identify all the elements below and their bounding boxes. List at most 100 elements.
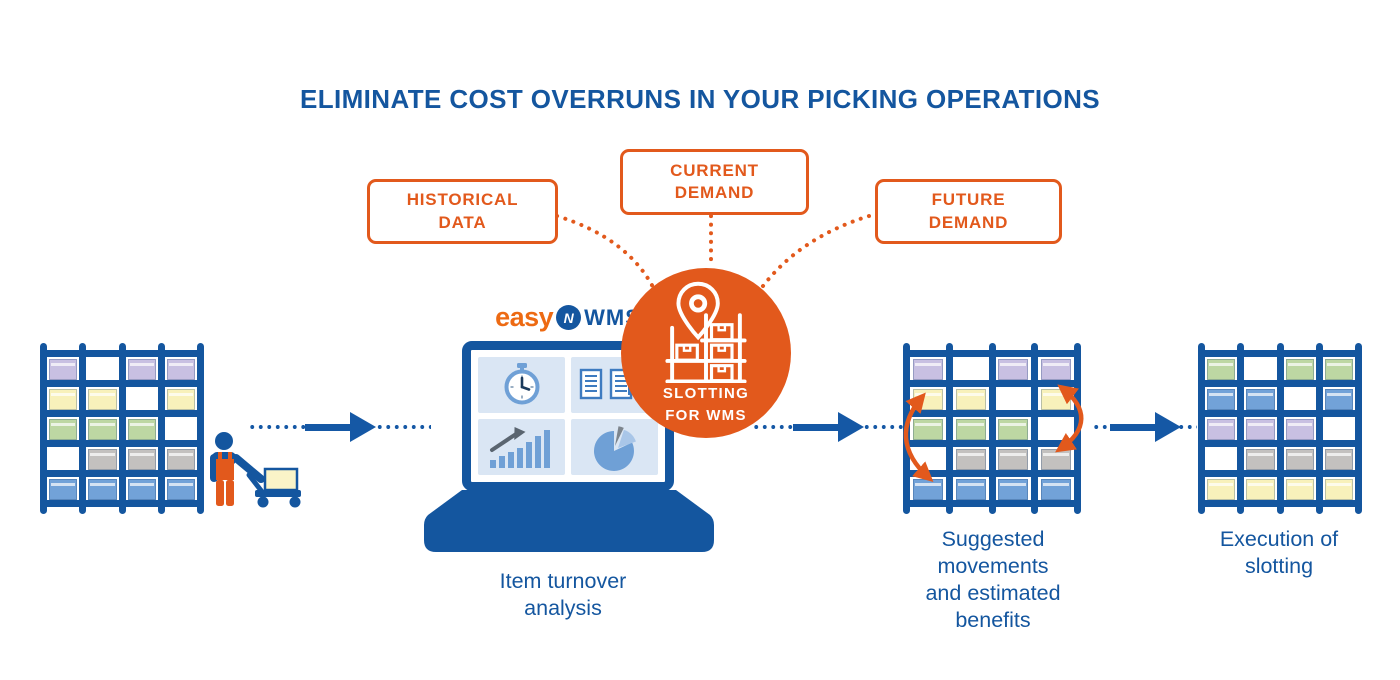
storage-box-blue (1324, 389, 1353, 410)
storage-box-green (1324, 359, 1353, 380)
arrow-head (349, 412, 376, 442)
laptop-base (424, 490, 714, 552)
mecalux-n-icon: N (556, 305, 582, 330)
storage-box-yellow (49, 389, 78, 410)
rack-post (1276, 343, 1284, 514)
storage-rack-before (40, 343, 204, 514)
storage-box-gray (1324, 449, 1353, 470)
flow-arrow-2 (752, 412, 903, 442)
storage-box-blue (1041, 479, 1072, 500)
growth-bar-chart-icon (478, 419, 565, 475)
pie-chart-icon (571, 419, 658, 475)
storage-box-blue (1246, 389, 1275, 410)
cart-box (263, 467, 299, 492)
storage-box-green (88, 419, 117, 440)
storage-box-green (1285, 359, 1314, 380)
dotted-connector-historical (555, 214, 656, 291)
arrow-shaft (1109, 423, 1156, 431)
storage-box-purple (166, 359, 195, 380)
storage-box-yellow (1246, 479, 1275, 500)
rack-post (903, 343, 910, 514)
storage-box-green (912, 419, 943, 440)
storage-box-blue (88, 479, 117, 500)
storage-box-gray (1246, 449, 1275, 470)
input-box-label: HISTORICAL DATA (406, 190, 519, 232)
storage-box-purple (127, 359, 156, 380)
storage-box-green (127, 419, 156, 440)
rack-post (1237, 343, 1245, 514)
storage-box-green (998, 419, 1029, 440)
storage-box-yellow (88, 389, 117, 410)
rack-post (945, 343, 953, 514)
worker-head (215, 432, 233, 450)
page-title: ELIMINATE COST OVERRUNS IN YOUR PICKING … (299, 84, 1101, 114)
storage-box-yellow (1207, 479, 1236, 500)
storage-box-purple (1207, 419, 1236, 440)
storage-box-yellow (955, 389, 986, 410)
warehouse-worker-with-hand-truck (210, 432, 301, 508)
storage-box-blue (955, 479, 986, 500)
arrow-head (1154, 412, 1181, 442)
storage-box-yellow (1285, 479, 1314, 500)
storage-box-blue (127, 479, 156, 500)
storage-box-purple (912, 359, 943, 380)
storage-box-gray (127, 449, 156, 470)
storage-box-purple (49, 359, 78, 380)
storage-box-gray (955, 449, 986, 470)
storage-box-purple (1285, 419, 1314, 440)
rack-post (118, 343, 126, 514)
storage-box-blue (1207, 389, 1236, 410)
storage-box-gray (166, 449, 195, 470)
hub-label: SLOTTING FOR WMS (662, 385, 750, 424)
storage-box-blue (49, 479, 78, 500)
input-box-label: CURRENT DEMAND (670, 160, 759, 202)
storage-box-gray (1041, 449, 1072, 470)
rack-post (1355, 343, 1362, 514)
storage-box-gray (998, 449, 1029, 470)
arrow-shaft (792, 423, 839, 431)
arrow-shaft (304, 423, 351, 431)
input-box-current-demand: CURRENT DEMAND (620, 149, 809, 215)
logo-easy-text: easy (495, 302, 554, 332)
stopwatch-icon (478, 357, 565, 413)
rack-post (988, 343, 996, 514)
arrow-head (837, 412, 864, 442)
rack-post (79, 343, 87, 514)
storage-box-green (1207, 359, 1236, 380)
storage-box-blue (166, 479, 195, 500)
storage-box-purple (1041, 359, 1072, 380)
flow-arrow-3 (1092, 412, 1197, 442)
rack-post (40, 343, 47, 514)
caption-execution-of-slotting: Execution of slotting (1219, 527, 1339, 579)
storage-rack-after-slotting (1198, 343, 1362, 514)
storage-box-gray (88, 449, 117, 470)
storage-box-yellow (912, 389, 943, 410)
rack-post (157, 343, 165, 514)
storage-box-green (49, 419, 78, 440)
rack-post (1074, 343, 1081, 514)
laptop-screen (462, 341, 674, 491)
flow-arrow-1 (248, 412, 431, 442)
location-pin-rack-icon (665, 281, 747, 383)
hand-truck-icon (246, 467, 301, 508)
rack-post (1031, 343, 1039, 514)
rack-post (1315, 343, 1323, 514)
storage-box-blue (912, 479, 943, 500)
storage-box-blue (998, 479, 1029, 500)
storage-box-green (955, 419, 986, 440)
input-box-future-demand: FUTURE DEMAND (875, 179, 1062, 244)
storage-box-purple (1246, 419, 1275, 440)
input-box-label: FUTURE DEMAND (928, 190, 1009, 232)
storage-box-yellow (1041, 389, 1072, 410)
rack-post (1198, 343, 1205, 514)
storage-box-yellow (166, 389, 195, 410)
rack-post (197, 343, 204, 514)
storage-rack-suggested-movements (903, 343, 1081, 514)
caption-item-turnover-analysis: Item turnover analysis (499, 569, 627, 621)
dotted-connector-future (758, 214, 871, 292)
input-box-historical-data: HISTORICAL DATA (367, 179, 558, 244)
storage-box-purple (998, 359, 1029, 380)
storage-box-yellow (1324, 479, 1353, 500)
slotting-hub: SLOTTING FOR WMS (621, 268, 791, 438)
